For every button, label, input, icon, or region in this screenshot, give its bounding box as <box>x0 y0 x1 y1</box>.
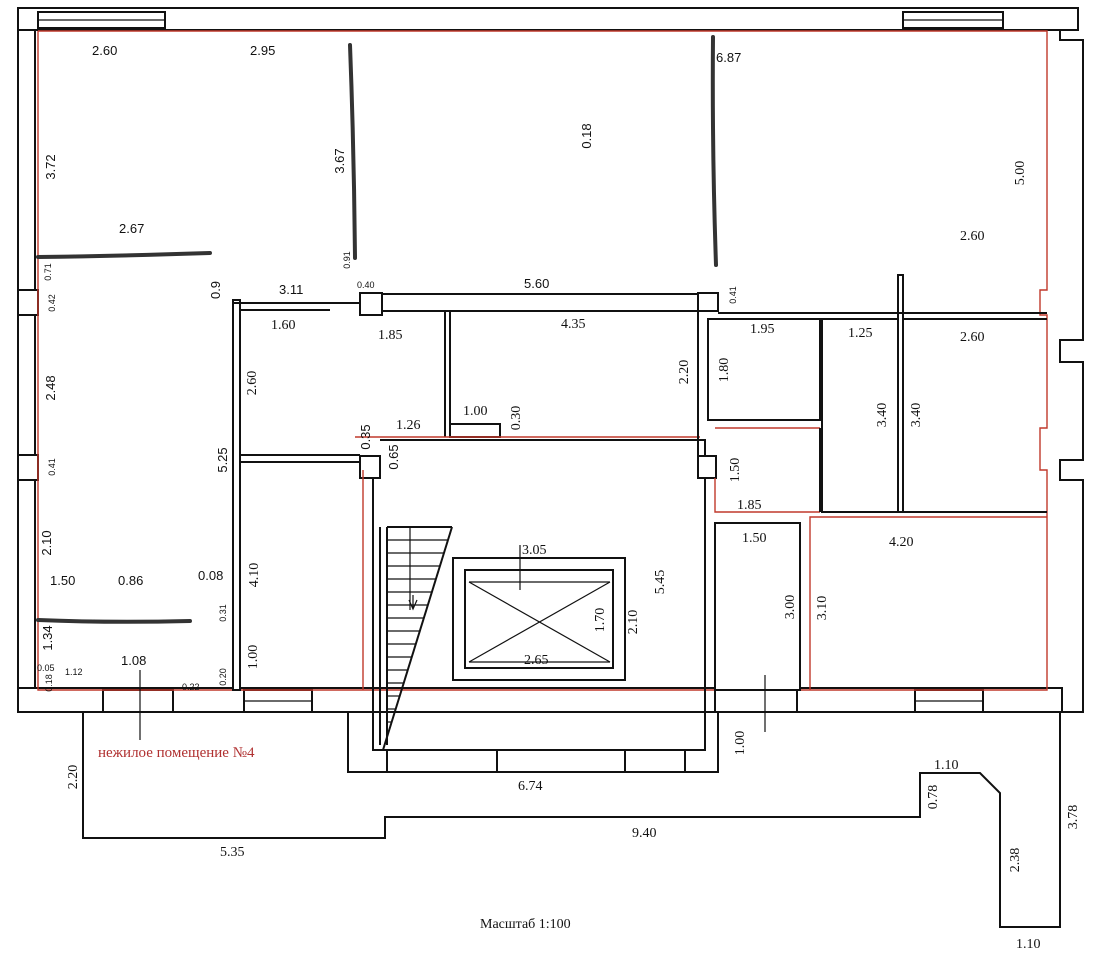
dimension-label: 6.87 <box>716 50 741 65</box>
dimension-label: 0.65 <box>386 444 401 469</box>
dimension-label: 3.67 <box>332 148 347 173</box>
dimension-label: 2.10 <box>39 530 54 555</box>
dimension-label: 1.80 <box>717 358 732 383</box>
dimension-label: 9.40 <box>632 826 657 841</box>
dimension-label: 1.95 <box>750 322 775 337</box>
dimension-label: 3.05 <box>522 543 547 558</box>
dimension-label: 3.11 <box>279 282 303 297</box>
dimension-label: 6.74 <box>518 779 543 794</box>
dimension-label: 2.20 <box>677 360 692 385</box>
dimension-label: 1.10 <box>934 758 959 773</box>
scale-label: Масштаб 1:100 <box>480 917 571 932</box>
dimension-label: 3.72 <box>43 154 58 179</box>
dimension-label: 5.35 <box>220 845 245 860</box>
dimension-label: 1.00 <box>733 731 748 756</box>
dimension-label: 3.40 <box>875 403 890 428</box>
dimension-label: 3.00 <box>783 595 798 620</box>
dimension-label: 0.05 <box>37 663 55 673</box>
dimension-label: 2.60 <box>92 43 117 58</box>
dimension-label: 2.48 <box>43 375 58 400</box>
hand-drawn-partition <box>36 251 212 259</box>
dimension-label: 2.10 <box>626 610 641 635</box>
dimension-label: 2.38 <box>1008 848 1023 873</box>
dimension-label: 0.86 <box>118 573 143 588</box>
dimension-label: 0.18 <box>44 674 54 692</box>
dimension-label: 0.20 <box>218 668 228 686</box>
hand-drawn-partition <box>36 618 192 624</box>
elevator-shaft <box>452 545 626 681</box>
dimension-label: 2.95 <box>250 43 275 58</box>
dimension-label: 0.78 <box>926 785 941 810</box>
dimension-label: 0.30 <box>509 406 524 431</box>
dimension-label: 0.40 <box>357 280 375 290</box>
dimension-label: 5.60 <box>524 276 549 291</box>
premises-title: нежилое помещение №4 <box>98 745 255 761</box>
dimension-label: 0.35 <box>358 424 373 449</box>
dimension-label: 3.10 <box>815 596 830 621</box>
dimension-label: 1.50 <box>728 458 743 483</box>
dimension-label: 0.91 <box>342 251 352 269</box>
staircase <box>379 526 453 751</box>
dimension-label: 2.60 <box>960 229 985 244</box>
dimension-label: 0.31 <box>218 604 228 622</box>
dimension-label: 1.00 <box>463 404 488 419</box>
dimension-label: 5.45 <box>653 570 668 595</box>
dimension-label: 0.71 <box>43 263 53 281</box>
dimension-label: 1.50 <box>50 573 75 588</box>
dimension-label: 2.65 <box>524 653 549 668</box>
dimension-label: 2.60 <box>245 371 260 396</box>
dimension-label: 1.25 <box>848 326 873 341</box>
dimension-label: 0.41 <box>47 458 57 476</box>
dimension-label: 0.08 <box>198 568 223 583</box>
dimension-label: 1.34 <box>40 625 55 650</box>
dimension-label: 1.85 <box>378 328 403 343</box>
dimension-label: 0.18 <box>579 123 594 148</box>
dimension-label: 0.41 <box>728 286 738 304</box>
dimension-label: 0.22 <box>182 682 200 692</box>
dimension-label: 3.78 <box>1066 805 1081 830</box>
dimension-label: 1.50 <box>742 531 767 546</box>
dimension-label: 1.26 <box>396 418 421 433</box>
dimension-label: 5.00 <box>1013 161 1028 186</box>
dimension-label: 4.20 <box>889 535 914 550</box>
dimension-label: 1.00 <box>246 645 261 670</box>
dimension-label: 2.60 <box>960 330 985 345</box>
dimension-label: 0.9 <box>208 281 223 299</box>
hand-drawn-partition <box>348 43 357 260</box>
dimension-label: 4.10 <box>247 563 262 588</box>
dimension-label: 1.10 <box>1016 937 1041 952</box>
dimension-label: 0.42 <box>47 294 57 312</box>
dimension-label: 4.35 <box>561 317 586 332</box>
dimension-label: 3.40 <box>909 403 924 428</box>
dimension-label: 5.25 <box>215 447 230 472</box>
dimension-label: 1.60 <box>271 318 296 333</box>
walls <box>17 7 1084 928</box>
dimension-label: 1.08 <box>121 653 146 668</box>
hand-drawn-partition <box>710 35 718 267</box>
dimension-label: 2.67 <box>119 221 144 236</box>
dimension-label: 1.85 <box>737 498 762 513</box>
dimension-label: 1.70 <box>593 608 608 633</box>
dimension-label: 1.12 <box>65 667 83 677</box>
dimension-label: 2.20 <box>66 765 81 790</box>
